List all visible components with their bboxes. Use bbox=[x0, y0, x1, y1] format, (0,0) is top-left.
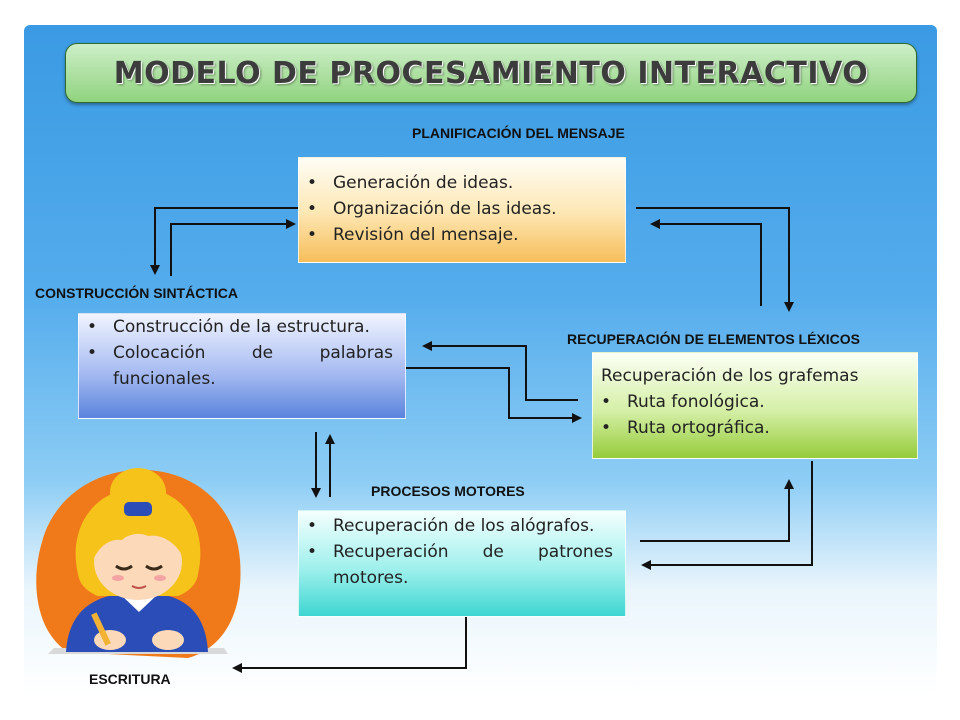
list-item: Revisión del mensaje. bbox=[307, 222, 625, 248]
list-item: Recuperación de patrones motores. bbox=[307, 539, 613, 591]
box-construccion: Construcción de la estructura. Colocació… bbox=[78, 313, 406, 419]
box-planificacion: Generación de ideas. Organización de las… bbox=[298, 157, 626, 263]
arrow-recuperacion-to-procesos bbox=[641, 461, 813, 570]
list-item: Colocación de palabras funcionales. bbox=[87, 340, 393, 392]
box-recuperacion: Recuperación de los grafemas Ruta fonoló… bbox=[592, 352, 918, 459]
arrow-plan-to-construccion bbox=[150, 207, 298, 275]
title-banner: MODELO DE PROCESAMIENTO INTERACTIVO bbox=[65, 43, 917, 103]
arrow-construccion-to-plan bbox=[170, 219, 296, 276]
arrow-procesos-to-recuperacion bbox=[640, 479, 794, 542]
list-item: Ruta fonológica. bbox=[601, 389, 917, 415]
arrow-recuperacion-to-plan bbox=[650, 219, 762, 306]
label-recuperacion: RECUPERACIÓN DE ELEMENTOS LÉXICOS bbox=[567, 331, 861, 347]
box-lead-text: Recuperación de los grafemas bbox=[601, 366, 859, 386]
list-item: Ruta ortográfica. bbox=[601, 415, 917, 441]
arrow-recuperacion-to-construccion bbox=[422, 341, 578, 401]
girl-writing-illustration bbox=[36, 468, 241, 658]
list-item: Generación de ideas. bbox=[307, 170, 625, 196]
label-procesos: PROCESOS MOTORES bbox=[371, 483, 525, 499]
arrow-procesos-to-escritura bbox=[232, 617, 467, 673]
list-item: Organización de las ideas. bbox=[307, 196, 625, 222]
box-procesos: Recuperación de los alógrafos. Recuperac… bbox=[298, 510, 626, 617]
label-construccion: CONSTRUCCIÓN SINTÁCTICA bbox=[35, 285, 238, 301]
label-planificacion: PLANIFICACIÓN DEL MENSAJE bbox=[412, 125, 625, 141]
list-item: Construcción de la estructura. bbox=[87, 314, 393, 340]
label-escritura: ESCRITURA bbox=[89, 671, 171, 687]
page-title: MODELO DE PROCESAMIENTO INTERACTIVO bbox=[113, 55, 869, 91]
list-item: Recuperación de los alógrafos. bbox=[307, 513, 613, 539]
arrow-plan-to-recuperacion bbox=[636, 207, 794, 312]
arrow-construccion-to-recuperacion bbox=[406, 367, 582, 423]
